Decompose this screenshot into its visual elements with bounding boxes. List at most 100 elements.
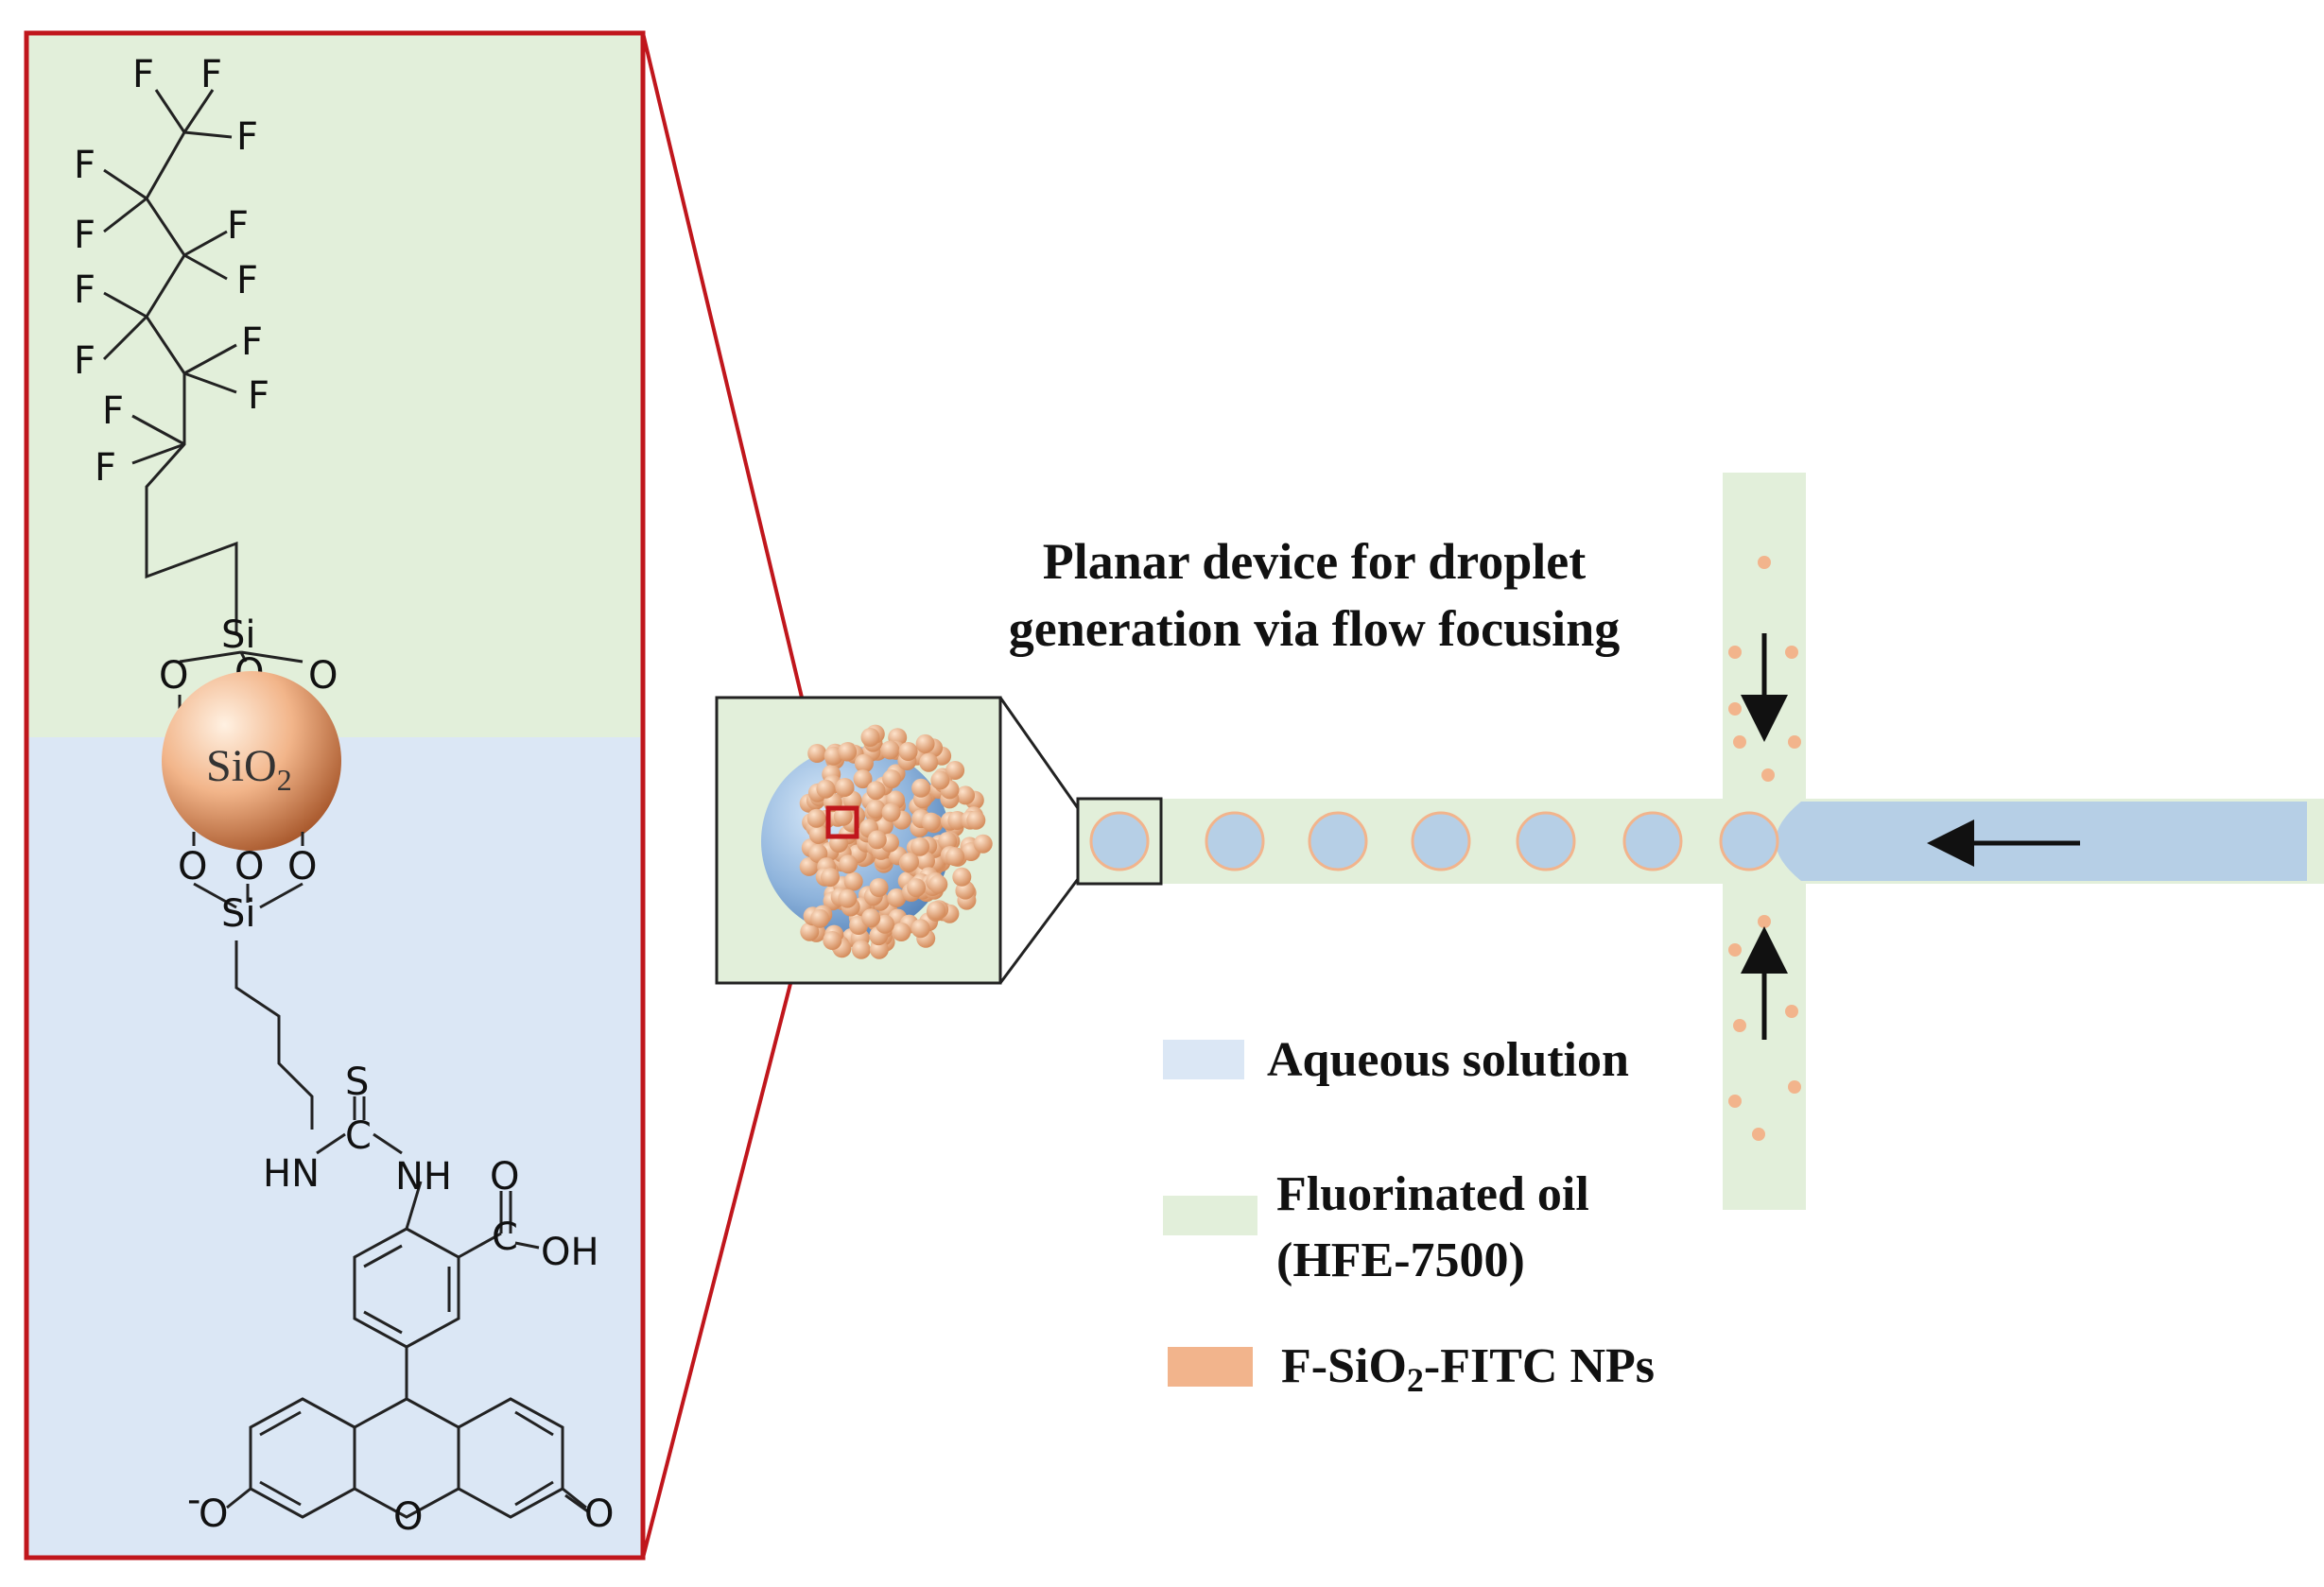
nanoparticle	[806, 808, 826, 828]
ring-oxygen: O	[393, 1495, 423, 1539]
nanoparticle	[861, 908, 881, 928]
nanoparticle	[881, 802, 901, 822]
phenoxide-oxygen: O	[199, 1492, 228, 1536]
nanoparticle	[843, 871, 863, 891]
zoom-highlight-box	[825, 805, 859, 839]
nanoparticle	[892, 923, 911, 941]
amine-left: HN	[263, 1152, 320, 1196]
aqueous-phase-region	[26, 737, 643, 1558]
nanoparticle-dot	[1752, 1128, 1765, 1141]
fluorine-atom: F	[241, 320, 263, 364]
device-title-line2: generation via flow focusing	[1009, 600, 1620, 657]
nanoparticle	[966, 810, 986, 830]
nanoparticle	[880, 740, 900, 760]
nanoparticle	[911, 837, 930, 856]
nanoparticle	[919, 752, 939, 772]
nanoparticle	[835, 778, 855, 797]
carbon-atom: C	[345, 1114, 372, 1158]
nanoparticle	[956, 785, 976, 805]
nanoparticle	[938, 832, 958, 851]
oil-phase-region	[26, 33, 643, 737]
oxygen-atom: O	[308, 654, 338, 698]
nanoparticle	[810, 908, 830, 928]
nanoparticle-dot	[1785, 1005, 1798, 1018]
droplet	[1516, 811, 1576, 871]
oxygen-atom: O	[159, 654, 188, 698]
fluorine-atom: F	[74, 214, 95, 257]
ketone-oxygen: O	[584, 1492, 614, 1536]
nanoparticle	[973, 834, 993, 854]
nanoparticle-shell	[799, 724, 993, 959]
nanoparticle	[887, 888, 907, 907]
nanoparticle-dot	[1785, 646, 1798, 659]
fluorine-atom: F	[248, 374, 269, 418]
legend: Aqueous solution Fluorinated oil (HFE-75…	[1163, 1033, 1655, 1399]
nanoparticle	[900, 853, 919, 871]
nanoparticle	[807, 744, 827, 763]
legend-swatch-oil	[1163, 1196, 1257, 1235]
nanoparticle	[816, 779, 836, 799]
fluorine-atom: F	[74, 339, 95, 383]
droplet-train	[1089, 811, 1779, 871]
perfluoro-chain	[102, 89, 238, 633]
nanoparticle	[927, 901, 946, 921]
nanoparticle	[907, 878, 927, 898]
nanoparticle	[921, 812, 941, 832]
lower-silane	[192, 832, 314, 1130]
nanoparticle	[945, 761, 965, 780]
acid-carbonyl-oxygen: O	[490, 1155, 519, 1199]
fluorine-atom: F	[74, 268, 95, 312]
panel-frame	[24, 30, 646, 1561]
focus-box	[1076, 797, 1163, 886]
nanoparticle	[915, 733, 935, 753]
nanoparticle	[854, 753, 874, 773]
silica-core-label: SiO2	[206, 741, 292, 797]
fluorine-atom: F	[132, 53, 154, 96]
nanoparticle	[838, 888, 858, 908]
droplet	[1089, 811, 1150, 871]
legend-label-aqueous: Aqueous solution	[1267, 1033, 1629, 1087]
nanoparticle-dot	[1758, 915, 1771, 928]
oxygen-atom: O	[178, 845, 207, 888]
fluorine-atom: F	[74, 144, 95, 187]
nanoparticle	[952, 867, 972, 887]
nanoparticle	[833, 806, 853, 826]
droplet	[1411, 811, 1471, 871]
fluorine-atom: F	[227, 204, 249, 248]
acid-hydroxyl: OH	[541, 1231, 599, 1274]
nanoparticle	[882, 769, 902, 789]
carbon-atom: C	[492, 1216, 518, 1259]
phenoxide-charge: -	[187, 1478, 200, 1522]
nanoparticle	[898, 742, 918, 761]
fluorine-atom: F	[102, 389, 124, 433]
nanoparticle	[821, 868, 840, 888]
fluorine-atom: F	[236, 259, 258, 302]
nanoparticle	[928, 874, 948, 894]
fluorine-atom: F	[236, 115, 258, 159]
microfluidic-channel	[1076, 473, 2324, 1210]
nanoparticle	[860, 728, 880, 747]
nanoparticle	[930, 770, 950, 790]
oxygen-atom: O	[234, 845, 264, 888]
nanoparticle	[853, 769, 873, 789]
legend-swatch-particles	[1168, 1347, 1253, 1387]
nanoparticle	[799, 856, 819, 876]
nanoparticle-dot	[1761, 768, 1775, 782]
device-title-line1: Planar device for droplet	[1043, 533, 1586, 590]
silica-core	[162, 671, 341, 851]
nanoparticle	[911, 919, 930, 939]
nanoparticle	[823, 931, 842, 950]
nanoparticle-dot	[1758, 556, 1771, 569]
nanoparticle	[866, 781, 886, 801]
oxygen-atom: O	[287, 845, 317, 888]
benzoic-ring	[353, 1191, 540, 1399]
nanoparticle	[867, 830, 887, 850]
nanoparticle	[911, 778, 931, 798]
nanoparticle-dot	[1728, 1095, 1742, 1108]
nanoparticle-dot	[1733, 735, 1746, 749]
silicon-atom: Si	[221, 892, 256, 936]
droplet	[1622, 811, 1683, 871]
nanoparticle	[869, 940, 889, 959]
nanoparticle-dot	[1728, 702, 1742, 716]
